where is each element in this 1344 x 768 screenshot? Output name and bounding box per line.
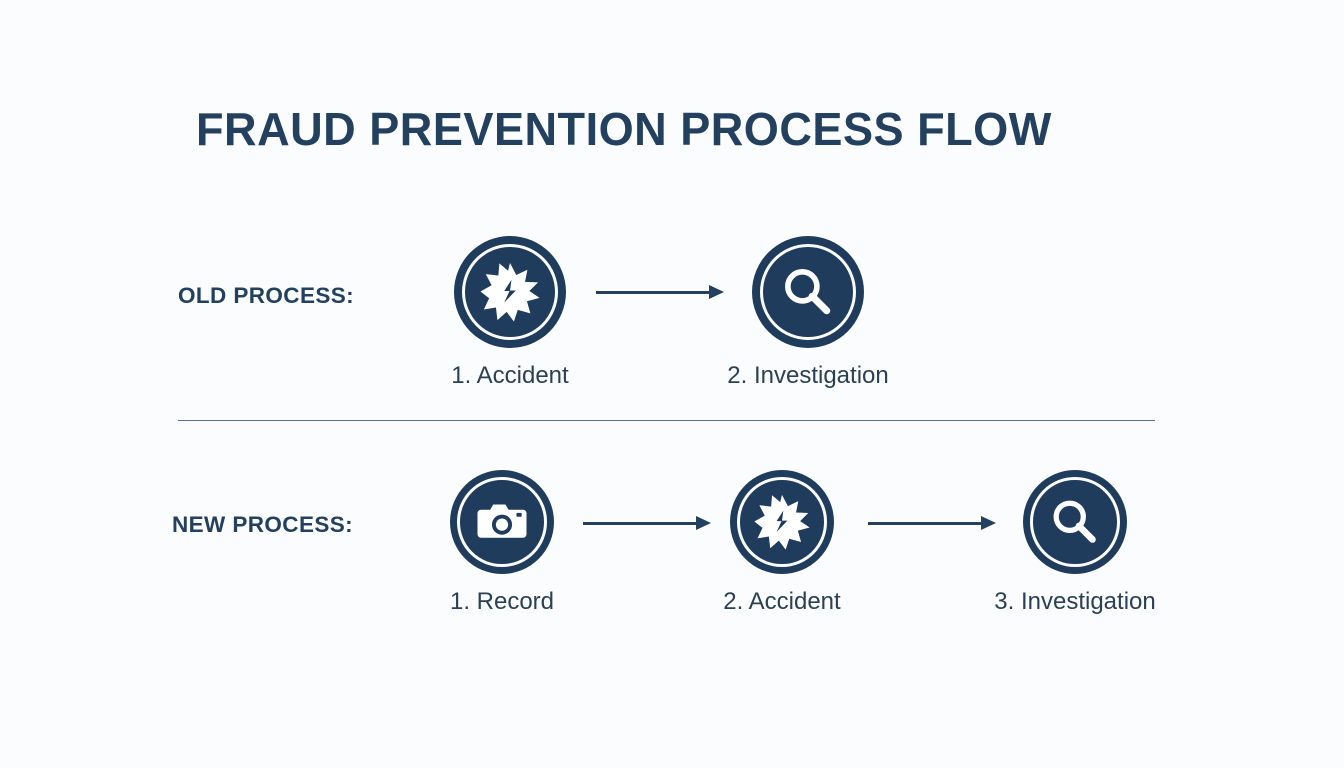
step-new-accident: 2. Accident bbox=[672, 470, 892, 616]
arrow-new-1 bbox=[583, 513, 711, 533]
step-new-record: 1. Record bbox=[392, 470, 612, 616]
investigation-badge bbox=[752, 236, 864, 348]
record-badge bbox=[450, 470, 554, 574]
page-title: FRAUD PREVENTION PROCESS FLOW bbox=[196, 103, 1052, 155]
step-label: 2. Investigation bbox=[727, 362, 889, 389]
step-new-investigation: 3. Investigation bbox=[965, 470, 1185, 616]
accident-badge bbox=[454, 236, 566, 348]
step-label: 1. Accident bbox=[451, 362, 569, 389]
section-divider bbox=[178, 420, 1155, 421]
accident-burst-icon bbox=[480, 262, 540, 322]
magnifier-icon bbox=[1053, 500, 1096, 543]
magnifier-icon bbox=[785, 269, 831, 315]
new-process-row-label: NEW PROCESS: bbox=[172, 512, 354, 537]
old-process-row-label: OLD PROCESS: bbox=[178, 283, 355, 308]
step-old-investigation: 2. Investigation bbox=[698, 236, 918, 390]
accident-badge bbox=[730, 470, 834, 574]
step-label: 1. Record bbox=[449, 588, 555, 615]
arrow-new-2 bbox=[868, 513, 996, 533]
investigation-badge bbox=[1023, 470, 1127, 574]
camera-icon bbox=[477, 504, 527, 538]
step-label: 3. Investigation bbox=[994, 588, 1156, 615]
step-old-accident: 1. Accident bbox=[400, 236, 620, 390]
accident-burst-icon bbox=[754, 494, 810, 550]
arrow-old-1 bbox=[596, 282, 724, 302]
step-label: 2. Accident bbox=[723, 588, 841, 615]
